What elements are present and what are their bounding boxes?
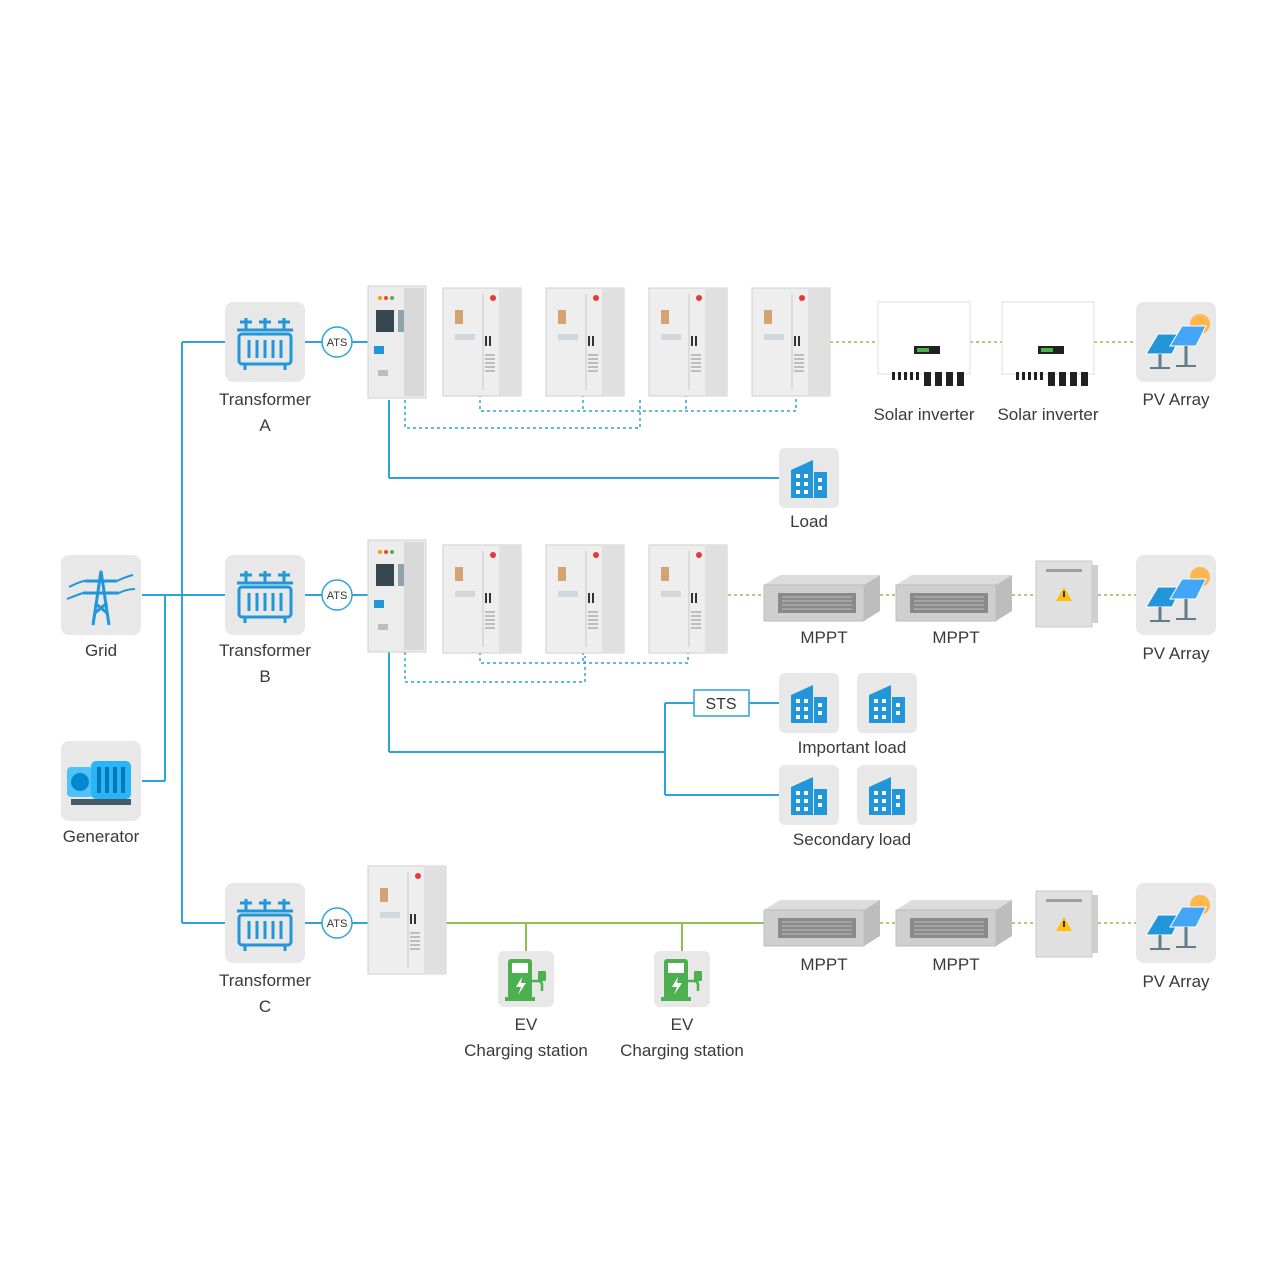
switch-cabinet-a: [367, 285, 427, 399]
generator-label: Generator: [62, 827, 140, 846]
load-label: Load: [790, 512, 828, 531]
solar-inverter-label-1: Solar inverter: [873, 405, 975, 424]
pv-array-label-b: PV Array: [1142, 644, 1210, 663]
secondary-load-icon-1: [779, 765, 839, 825]
ats-c: ATS: [321, 907, 353, 939]
pv-array-a-icon: [1134, 300, 1218, 384]
secondary-load-label: Secondary load: [792, 830, 912, 849]
secondary-load-icon-2: [857, 765, 917, 825]
solar-inverter-1: [877, 301, 971, 387]
svg-text:ATS: ATS: [327, 918, 348, 930]
storage-cabinet-b1: [442, 544, 522, 654]
mppt-c1: [763, 899, 881, 947]
grid-label: Grid: [84, 641, 118, 660]
pv-array-b-icon: [1134, 553, 1218, 637]
transformer-b-icon: [223, 553, 307, 637]
solar-inverter-label-2: Solar inverter: [997, 405, 1099, 424]
storage-cabinet-a3: [648, 287, 728, 397]
ats-a: ATS: [321, 326, 353, 358]
mppt-c2: [895, 899, 1013, 947]
load-building-icon: [779, 448, 839, 508]
mppt-b1: [763, 574, 881, 622]
transformer-c-icon: [223, 881, 307, 965]
generator-icon: [61, 741, 141, 821]
important-load-icon-1: [779, 673, 839, 733]
storage-cabinet-a4: [751, 287, 831, 397]
storage-cabinet-b2: [545, 544, 625, 654]
storage-cabinet-c: [367, 865, 447, 975]
mppt-label-c2: MPPT: [932, 955, 980, 974]
switch-cabinet-b: [367, 539, 427, 653]
mppt-label-b2: MPPT: [932, 628, 980, 647]
dc-solid-lines: [446, 922, 764, 951]
pv-array-c-icon: [1134, 881, 1218, 965]
svg-text:STS: STS: [705, 696, 736, 713]
dotted-comm-lines: [404, 394, 797, 683]
pv-array-label-c: PV Array: [1142, 972, 1210, 991]
mppt-label-c1: MPPT: [800, 955, 848, 974]
important-load-icon-2: [857, 673, 917, 733]
storage-cabinet-a1: [442, 287, 522, 397]
combiner-box-b: [1035, 560, 1099, 628]
dc-lines: [728, 341, 1136, 924]
svg-text:ATS: ATS: [327, 590, 348, 602]
mppt-label-b1: MPPT: [800, 628, 848, 647]
ev-charger-icon-1: [496, 949, 556, 1009]
combiner-box-c: [1035, 890, 1099, 958]
mppt-b2: [895, 574, 1013, 622]
ac-bus-lines: [142, 341, 779, 924]
grid-icon: [59, 553, 143, 637]
ev-charger-icon-2: [652, 949, 712, 1009]
ats-b: ATS: [321, 579, 353, 611]
svg-text:ATS: ATS: [327, 337, 348, 349]
pv-array-label-a: PV Array: [1142, 390, 1210, 409]
transformer-a-icon: [223, 300, 307, 384]
solar-inverter-2: [1001, 301, 1095, 387]
important-load-label: Important load: [797, 738, 907, 757]
sts-switch: STS: [693, 689, 750, 717]
storage-cabinet-b3: [648, 544, 728, 654]
storage-cabinet-a2: [545, 287, 625, 397]
